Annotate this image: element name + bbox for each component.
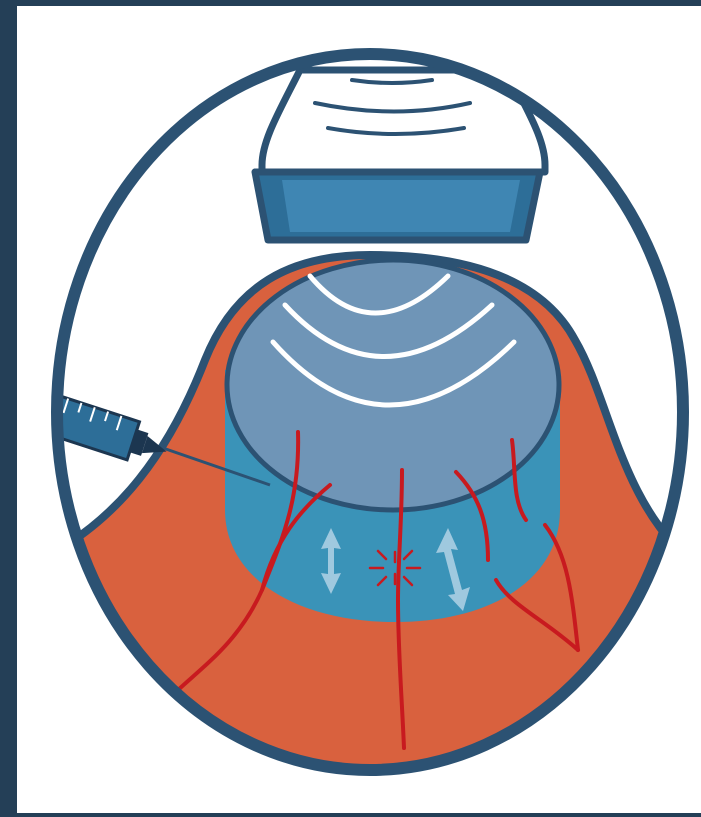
ultrasound-probe-icon — [255, 70, 545, 240]
lesion-surface — [227, 260, 559, 510]
